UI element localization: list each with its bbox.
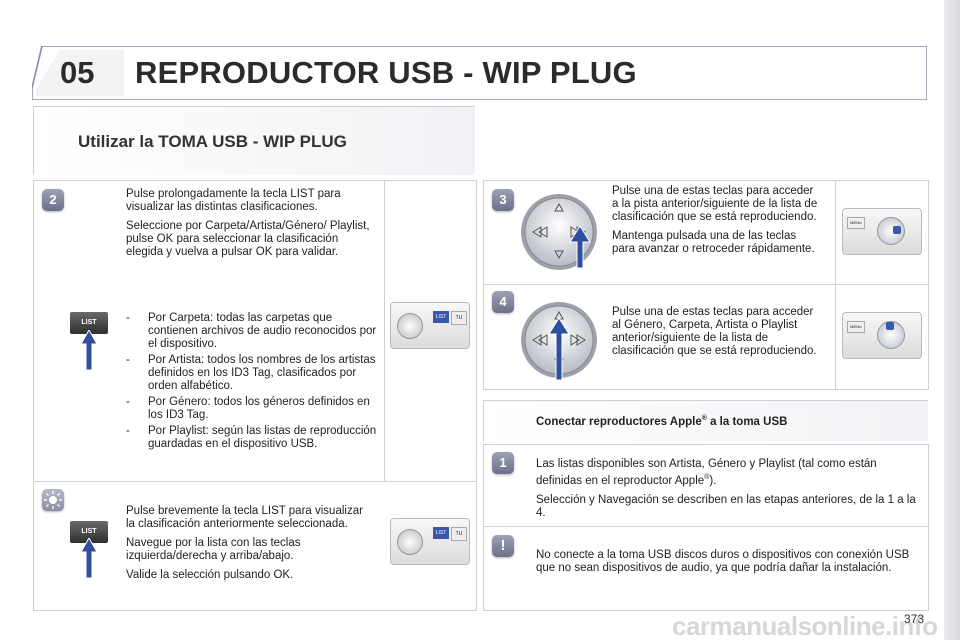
- warning-text: No conecte a la toma USB discos duros o …: [536, 549, 910, 574]
- page-number: 373: [904, 612, 925, 626]
- list-button-image: LIST: [70, 521, 108, 543]
- step2-badge: 2: [42, 189, 64, 211]
- sun-badge: [42, 489, 64, 511]
- radio-knob: [397, 313, 423, 339]
- registered-mark: ®: [704, 474, 710, 481]
- apple-paragraph-1: Las listas disponibles son Artista, Géne…: [536, 458, 924, 488]
- apple-step-text: Las listas disponibles son Artista, Géne…: [536, 458, 924, 526]
- bullet-dash: -: [126, 396, 130, 408]
- up-arrow-icon: [548, 318, 570, 380]
- apple-paragraph-1-suffix: ).: [709, 474, 717, 487]
- apple-title-suffix: a la toma USB: [706, 415, 788, 428]
- apple-divider: [483, 526, 928, 527]
- step2-paragraph-1: Pulse prolongadamente la tecla LIST para…: [126, 188, 341, 213]
- bullet-dash: -: [126, 354, 130, 366]
- step3-badge: 3: [492, 189, 514, 211]
- header-frame: [32, 46, 927, 100]
- margin-strip: [944, 0, 960, 640]
- step4-badge: 4: [492, 291, 514, 313]
- step4-text: Pulse una de estas teclas para acceder a…: [612, 306, 822, 364]
- page-title: REPRODUCTOR USB - WIP PLUG: [135, 55, 637, 90]
- sun-step-text: Pulse brevemente la tecla LIST para visu…: [126, 505, 371, 588]
- sun-paragraph-2: Navegue por la lista con las teclas izqu…: [126, 537, 301, 562]
- steps34-divider: [483, 284, 928, 285]
- list-button-image: LIST: [70, 312, 108, 334]
- sun-icon: [44, 491, 62, 509]
- bullet-dash: -: [126, 312, 130, 324]
- radio-menu-key: MENU: [847, 321, 865, 333]
- step2-paragraph-2: Seleccione por Carpeta/Artista/Género/ P…: [126, 220, 370, 258]
- up-arrow-icon: [80, 538, 98, 578]
- up-arrow-icon: [80, 330, 98, 370]
- step2-text: Pulse prolongadamente la tecla LIST para…: [126, 188, 371, 265]
- radio-menu-key: MENU: [847, 217, 865, 229]
- bullet-text: Por Género: todos los géneros definidos …: [148, 396, 370, 421]
- radio-panel-image: MENU: [842, 312, 922, 359]
- radio-knob: [397, 529, 423, 555]
- apple-paragraph-1-text: Las listas disponibles son Artista, Géne…: [536, 458, 877, 487]
- sun-paragraph-1: Pulse brevemente la tecla LIST para visu…: [126, 505, 363, 530]
- step3-text: Pulse una de estas teclas para acceder a…: [612, 185, 822, 262]
- section-title: Utilizar la TOMA USB - WIP PLUG: [78, 132, 347, 151]
- steps34-vdivider: [835, 180, 836, 389]
- bullet-text: Por Artista: todos los nombres de los ar…: [148, 354, 376, 392]
- chapter-number: 05: [60, 55, 95, 90]
- apple-title-text: Conectar reproductores Apple: [536, 415, 702, 428]
- radio-tu-key: TU: [451, 311, 467, 325]
- apple-title: Conectar reproductores Apple® a la toma …: [536, 415, 787, 428]
- warning-badge: !: [492, 535, 514, 557]
- header-bar: 05 REPRODUCTOR USB - WIP PLUG: [32, 46, 927, 100]
- radio-dial-highlight: [886, 322, 894, 330]
- apple-panel: [483, 444, 929, 611]
- step3-paragraph-2: Mantenga pulsada una de las teclas para …: [612, 230, 815, 255]
- radio-dial-highlight: [893, 226, 901, 234]
- radio-list-key: LIST: [433, 527, 449, 539]
- radio-panel-image: MENU: [842, 208, 922, 255]
- apple-title-box: Conectar reproductores Apple® a la toma …: [483, 400, 928, 441]
- section-title-box: Utilizar la TOMA USB - WIP PLUG: [33, 106, 475, 175]
- registered-mark: ®: [701, 415, 707, 422]
- radio-panel-image: LIST TU: [390, 302, 470, 349]
- radio-panel-image: LIST TU: [390, 518, 470, 565]
- watermark: carmanualsonline.info: [672, 611, 938, 641]
- apple-step-badge: 1: [492, 452, 514, 474]
- radio-list-key: LIST: [433, 311, 449, 323]
- apple-paragraph-2: Selección y Navegación se describen en l…: [536, 493, 916, 519]
- sun-paragraph-3: Valide la selección pulsando OK.: [126, 569, 294, 581]
- bullet-text: Por Playlist: según las listas de reprod…: [148, 425, 377, 450]
- step3-paragraph-1: Pulse una de estas teclas para acceder a…: [612, 185, 818, 223]
- bullet-text: Por Carpeta: todas las carpetas que cont…: [148, 312, 377, 350]
- step2-divider: [384, 180, 385, 610]
- radio-tu-key: TU: [451, 527, 467, 541]
- up-arrow-icon: [569, 226, 591, 268]
- bullet-dash: -: [126, 425, 130, 437]
- step4-paragraph-1: Pulse una de estas teclas para acceder a…: [612, 306, 817, 357]
